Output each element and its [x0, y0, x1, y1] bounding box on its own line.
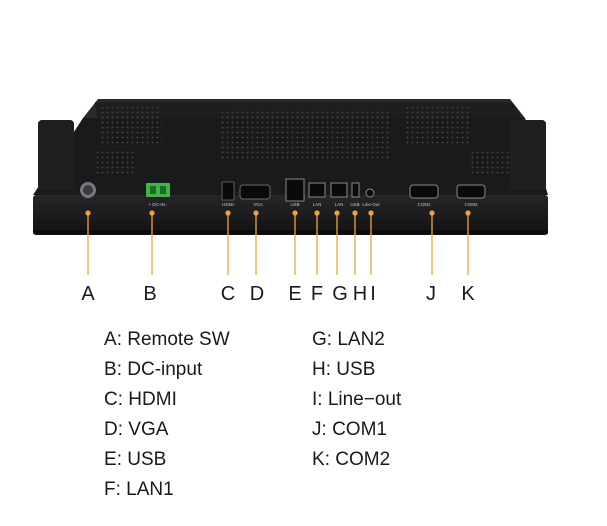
legend-item-e: E: USB — [104, 449, 167, 470]
usb-port-single — [351, 182, 360, 198]
silk-label-i: Line-Out — [362, 202, 380, 207]
com1-port — [409, 184, 439, 199]
silk-label-b: + DC-IN - — [148, 202, 168, 207]
remote-switch-button — [80, 182, 96, 198]
vent-grilles — [95, 107, 510, 175]
line-out-jack — [365, 188, 375, 198]
legend-item-j: J: COM1 — [312, 419, 387, 440]
silk-label-j: COM1 — [417, 202, 430, 207]
port-letter-j: J — [426, 283, 436, 305]
lan1-port — [308, 182, 326, 198]
legend-item-d: D: VGA — [104, 419, 169, 440]
usb-port-stack — [285, 178, 305, 202]
port-letter-f: F — [311, 283, 323, 305]
leader-dot-g — [334, 210, 340, 216]
leader-dot-j — [429, 210, 435, 216]
leader-dot-i — [368, 210, 374, 216]
silk-label-f: LAN — [313, 202, 322, 207]
leader-dot-b — [149, 210, 155, 216]
legend-item-f: F: LAN1 — [104, 479, 174, 500]
silk-label-c: HDMI — [222, 202, 234, 207]
silk-label-g: LAN — [335, 202, 344, 207]
port-letter-a: A — [81, 283, 95, 305]
connectors — [80, 178, 486, 202]
lan2-port — [330, 182, 348, 198]
com2-port — [456, 184, 486, 199]
legend-item-c: C: HDMI — [104, 389, 177, 410]
legend-item-g: G: LAN2 — [312, 329, 385, 350]
silk-label-e: USB — [290, 202, 299, 207]
leader-dot-c — [225, 210, 231, 216]
port-letter-b: B — [143, 283, 156, 305]
silk-label-d: VGA — [253, 202, 263, 207]
hdmi-port — [221, 181, 235, 201]
leader-dot-e — [292, 210, 298, 216]
legend-right-column: G: LAN2 H: USB I: Line−out J: COM1 K: CO… — [312, 325, 401, 475]
mounting-tabs — [38, 120, 546, 190]
port-letter-e: E — [288, 283, 301, 305]
port-letter-d: D — [250, 283, 264, 305]
leader-dot-h — [352, 210, 358, 216]
silk-label-h: USB — [350, 202, 359, 207]
vga-port — [239, 184, 271, 200]
legend-item-a: A: Remote SW — [104, 329, 230, 350]
port-letter-k: K — [461, 283, 475, 305]
dc-input-connector — [146, 183, 170, 197]
legend-item-h: H: USB — [312, 359, 376, 380]
port-letter-i: I — [370, 283, 376, 305]
leader-lines — [85, 210, 471, 275]
legend-left-column: A: Remote SW B: DC-input C: HDMI D: VGA … — [104, 325, 230, 505]
silk-label-k: COM2 — [464, 202, 477, 207]
port-letter-c: C — [221, 283, 235, 305]
legend-item-b: B: DC-input — [104, 359, 203, 380]
port-letter-g: G — [332, 283, 348, 305]
leader-dot-f — [314, 210, 320, 216]
legend-item-k: K: COM2 — [312, 449, 391, 470]
port-letter-h: H — [353, 283, 367, 305]
leader-dot-k — [465, 210, 471, 216]
legend-item-i: I: Line−out — [312, 389, 402, 410]
leader-dot-d — [253, 210, 259, 216]
leader-dot-a — [85, 210, 91, 216]
